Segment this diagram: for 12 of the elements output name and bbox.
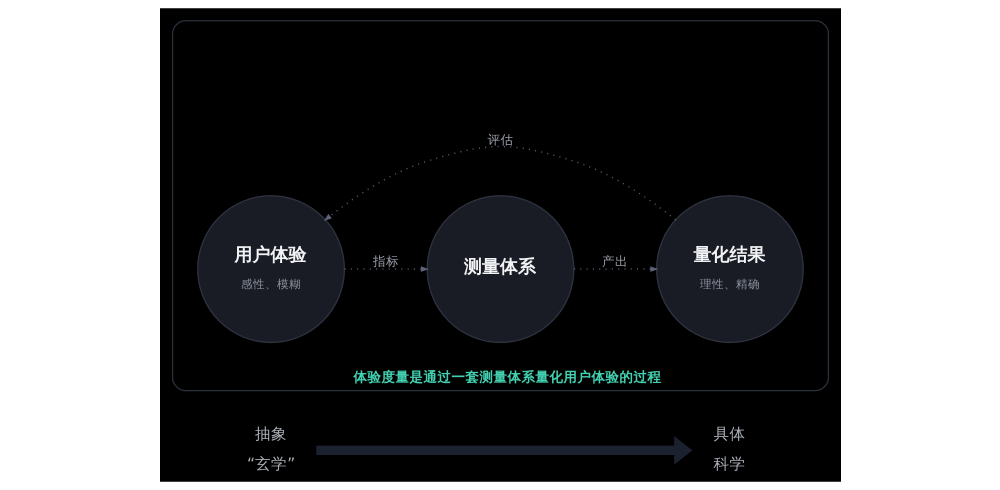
arrow: [344, 266, 428, 272]
node-text: 具体 科学: [713, 424, 746, 474]
node-circle: 测量体系: [426, 195, 574, 344]
arrow: [316, 436, 692, 465]
arrow: [323, 146, 676, 222]
node-circle: 用户体验 感性、模糊: [196, 195, 345, 344]
edge-label: 产出: [602, 254, 628, 269]
node-text: 抽象 “玄学”: [246, 424, 295, 474]
edge-label: 指标: [372, 254, 398, 269]
arrow: [574, 266, 658, 272]
node-circle: 量化结果 理性、精确: [655, 195, 804, 344]
edge-label: 评估: [487, 132, 513, 147]
